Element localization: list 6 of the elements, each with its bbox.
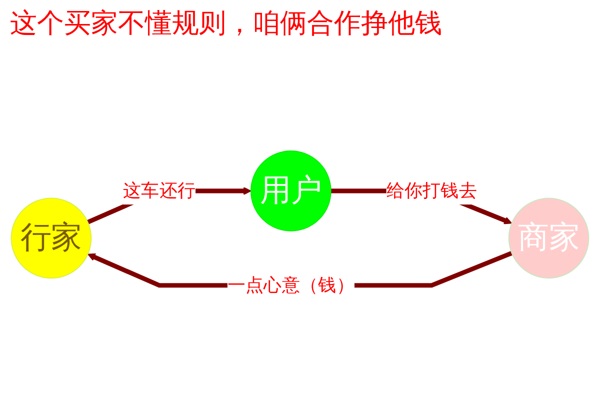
edge-label: 给你打钱去 bbox=[386, 180, 478, 201]
title: 这个买家不懂规则，咱俩合作挣他钱 bbox=[10, 7, 442, 40]
node-circle: 用户 bbox=[250, 150, 332, 232]
edge-label: 一点心意（钱） bbox=[227, 275, 354, 296]
edge-label: 这车还行 bbox=[122, 180, 196, 201]
node-circle: 行家 bbox=[10, 198, 92, 279]
